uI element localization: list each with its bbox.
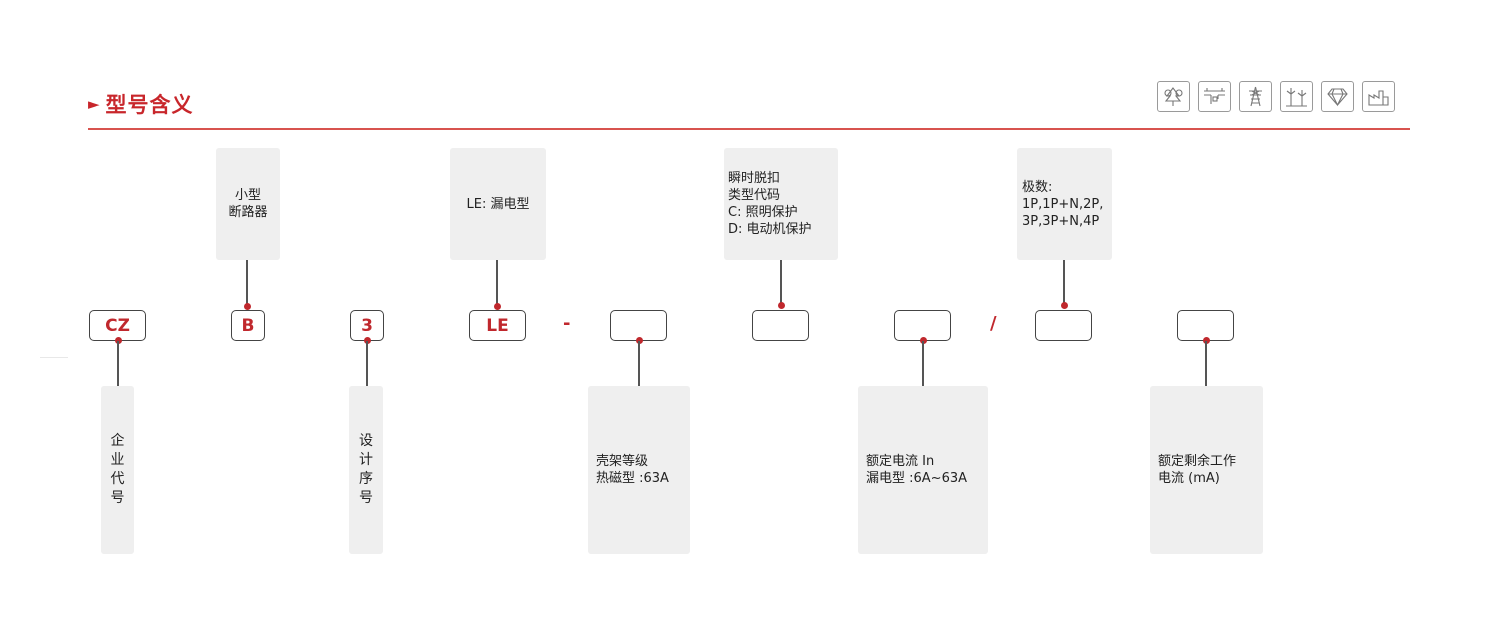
connector-dot [777,302,785,309]
connector-dot [1060,302,1068,309]
connector-rated-current [922,341,924,387]
code-leakage: LE [469,310,526,341]
header-divider [88,128,1410,130]
desc-poles: 极数: 1P,1P+N,2P, 3P,3P+N,4P [1017,148,1112,260]
desc-leakage-type: LE: 漏电型 [450,148,546,260]
desc-small-breaker: 小型 断路器 [216,148,280,260]
desc-frame-class: 壳架等级 热磁型 :63A [588,386,690,554]
connector-dot [363,337,371,344]
building-factory-icon [1362,81,1395,112]
tree-cluster-icon [1157,81,1190,112]
desc-residual-current: 额定剩余工作 电流 (mA) [1150,386,1263,554]
desc-rated-current: 额定电流 In 漏电型 :6A~63A [858,386,988,554]
diamond-gem-icon [1321,81,1354,112]
code-breaker-type: B [231,310,265,341]
section-header: ► 型号含义 [88,84,194,124]
connector-dot [635,337,643,344]
application-icons [1157,81,1395,112]
code-slash: / [990,313,997,334]
desc-enterprise-code: 企业代号 [101,386,134,554]
connector-dot [493,303,501,310]
page-title: 型号含义 [105,93,194,117]
code-frame-class [610,310,667,341]
connector-frame-class [638,341,640,387]
connector-design-serial [366,341,368,387]
connector-dot [1202,337,1210,344]
wind-turbine-icon [1280,81,1313,112]
connector-small-breaker [246,260,248,308]
connector-trip-type [780,260,782,306]
code-poles [1035,310,1092,341]
connector-enterprise [117,341,119,387]
code-trip-type [752,310,809,341]
connector-poles [1063,260,1065,306]
connector-residual-current [1205,341,1207,387]
connector-dot [919,337,927,344]
code-enterprise: CZ [89,310,146,341]
header-arrow-icon: ► [88,95,100,113]
connector-dot [243,303,251,310]
code-dash: - [563,313,571,334]
connector-leakage-type [496,260,498,308]
desc-design-serial: 设计序号 [349,386,383,554]
pipe-valve-icon [1198,81,1231,112]
edge-mark [40,357,68,358]
power-tower-icon [1239,81,1272,112]
desc-trip-type: 瞬时脱扣 类型代码 C: 照明保护 D: 电动机保护 [724,148,838,260]
connector-dot [114,337,122,344]
code-residual-current [1177,310,1234,341]
